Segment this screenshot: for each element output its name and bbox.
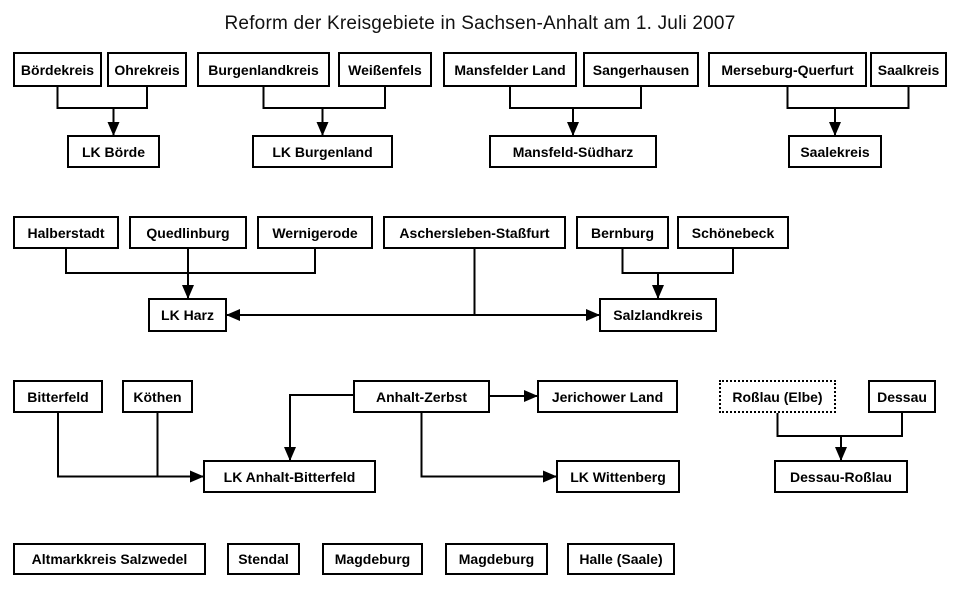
- node-merseburg-querfurt: Merseburg-Querfurt: [708, 52, 867, 87]
- arrow-bitterfeld-to-lk-anhalt-bitterfeld: [57, 413, 204, 483]
- connector-boerde-rail: [56, 87, 148, 109]
- node-mansfelder-land: Mansfelder Land: [443, 52, 577, 87]
- node-bitterfeld: Bitterfeld: [13, 380, 103, 413]
- node-salzlandkreis: Salzlandkreis: [599, 298, 717, 332]
- node-lk-burgenland: LK Burgenland: [252, 135, 393, 168]
- node-quedlinburg: Quedlinburg: [129, 216, 247, 249]
- node-burgenlandkreis: Burgenlandkreis: [197, 52, 330, 87]
- node-saalkreis: Saalkreis: [870, 52, 947, 87]
- node-dessau: Dessau: [868, 380, 936, 413]
- node-halberstadt: Halberstadt: [13, 216, 119, 249]
- connector-dessau-rail: [776, 413, 903, 437]
- node-jerichower-land: Jerichower Land: [537, 380, 678, 413]
- connector-harz-rail: [65, 249, 316, 274]
- node-sangerhausen: Sangerhausen: [583, 52, 699, 87]
- connector-salzland-rail: [621, 249, 734, 274]
- connector-burgenland-rail: [262, 87, 386, 109]
- node-anhalt-zerbst: Anhalt-Zerbst: [353, 380, 490, 413]
- node-magdeburg-1: Magdeburg: [322, 543, 423, 575]
- node-dessau-rosslau: Dessau-Roßlau: [774, 460, 908, 493]
- node-mansfeld-suedharz: Mansfeld-Südharz: [489, 135, 657, 168]
- node-bernburg: Bernburg: [576, 216, 669, 249]
- node-stendal: Stendal: [227, 543, 300, 575]
- node-lk-anhalt-bitterfeld: LK Anhalt-Bitterfeld: [203, 460, 376, 493]
- connector-saalekreis-rail: [786, 87, 910, 109]
- node-lk-boerde: LK Börde: [67, 135, 160, 168]
- node-saalekreis: Saalekreis: [788, 135, 882, 168]
- connector-mansfeld-rail: [509, 87, 642, 109]
- diagram-title: Reform der Kreisgebiete in Sachsen-Anhal…: [224, 13, 736, 34]
- node-aschersleben-stassfurt: Aschersleben-Staßfurt: [383, 216, 566, 249]
- node-ohrekreis: Ohrekreis: [107, 52, 187, 87]
- node-schoenebeck: Schönebeck: [677, 216, 789, 249]
- node-lk-harz: LK Harz: [148, 298, 227, 332]
- node-magdeburg-2: Magdeburg: [445, 543, 548, 575]
- node-rosslau-elbe: Roßlau (Elbe): [719, 380, 836, 413]
- node-boerdekreis: Bördekreis: [13, 52, 102, 87]
- arrow-anhalt-zerbst-to-lk-wittenberg: [420, 413, 557, 483]
- node-altmarkkreis-salzwedel: Altmarkkreis Salzwedel: [13, 543, 206, 575]
- node-koethen: Köthen: [122, 380, 193, 413]
- node-weissenfels: Weißenfels: [338, 52, 432, 87]
- node-lk-wittenberg: LK Wittenberg: [556, 460, 680, 493]
- node-halle-saale: Halle (Saale): [567, 543, 675, 575]
- arrow-anhalt-zerbst-to-lk-anhalt-bitterfeld: [284, 394, 353, 461]
- node-wernigerode: Wernigerode: [257, 216, 373, 249]
